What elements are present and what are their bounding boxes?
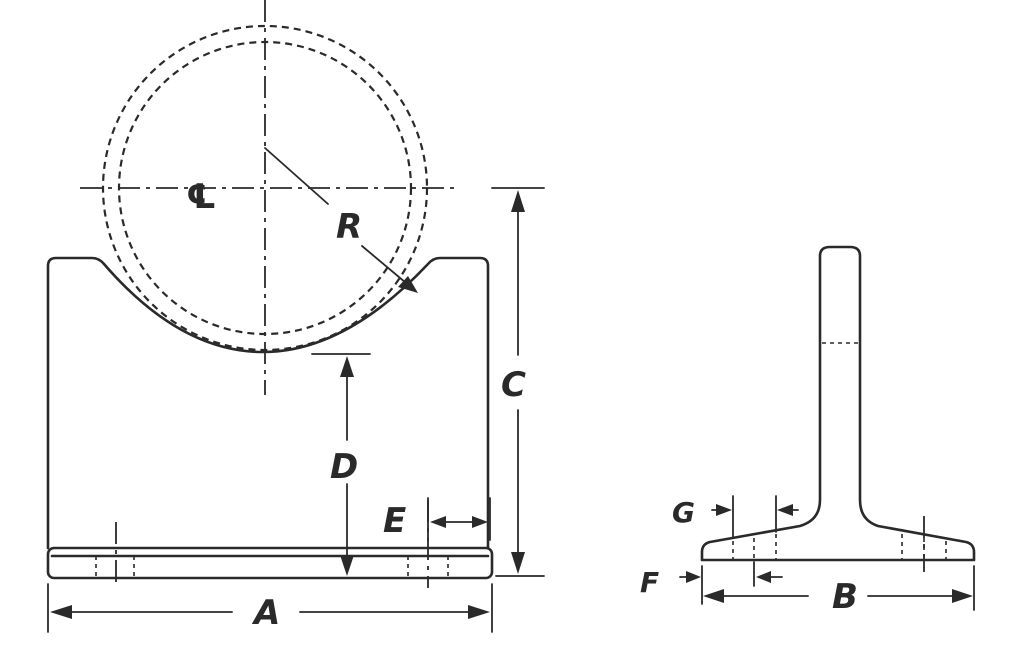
side-view: G F B	[640, 245, 976, 617]
dim-b-arrow-left	[703, 589, 724, 603]
saddle-body-outline	[46, 256, 490, 550]
dim-g-arrow-right	[777, 504, 793, 516]
side-profile-outline	[700, 245, 976, 562]
dim-c-arrow-bottom	[511, 552, 525, 574]
dim-c-arrow-top	[511, 190, 525, 212]
radius-arrowhead	[398, 276, 418, 293]
dim-d-label: D	[330, 447, 358, 487]
dim-g-arrow-left	[716, 504, 732, 516]
radius-leader-upper	[264, 147, 329, 205]
dim-e-arrow-right	[472, 516, 488, 528]
dim-a-arrow-left	[50, 605, 72, 619]
dim-e-arrow-left	[430, 516, 446, 528]
radius-label: R	[336, 207, 362, 247]
dim-b-arrow-right	[952, 589, 973, 603]
dim-b-label: B	[832, 577, 858, 617]
pipe-outer-circle	[101, 24, 429, 352]
dim-c-label: C	[501, 365, 526, 405]
base-plate	[46, 546, 494, 580]
dim-a-arrow-right	[468, 605, 490, 619]
dim-f-label: F	[640, 566, 659, 599]
front-view: ℄ R C D E A	[46, 0, 545, 633]
dim-g-label: G	[672, 496, 695, 529]
dim-f-arrow-left	[686, 571, 701, 583]
dim-d-arrow-bottom	[340, 555, 354, 576]
dim-e-label: E	[383, 501, 406, 541]
dim-a-label: A	[251, 593, 280, 633]
dim-f-arrow-right	[756, 571, 771, 583]
dim-d-arrow-top	[340, 356, 354, 377]
centerline-symbol: ℄	[186, 177, 216, 217]
